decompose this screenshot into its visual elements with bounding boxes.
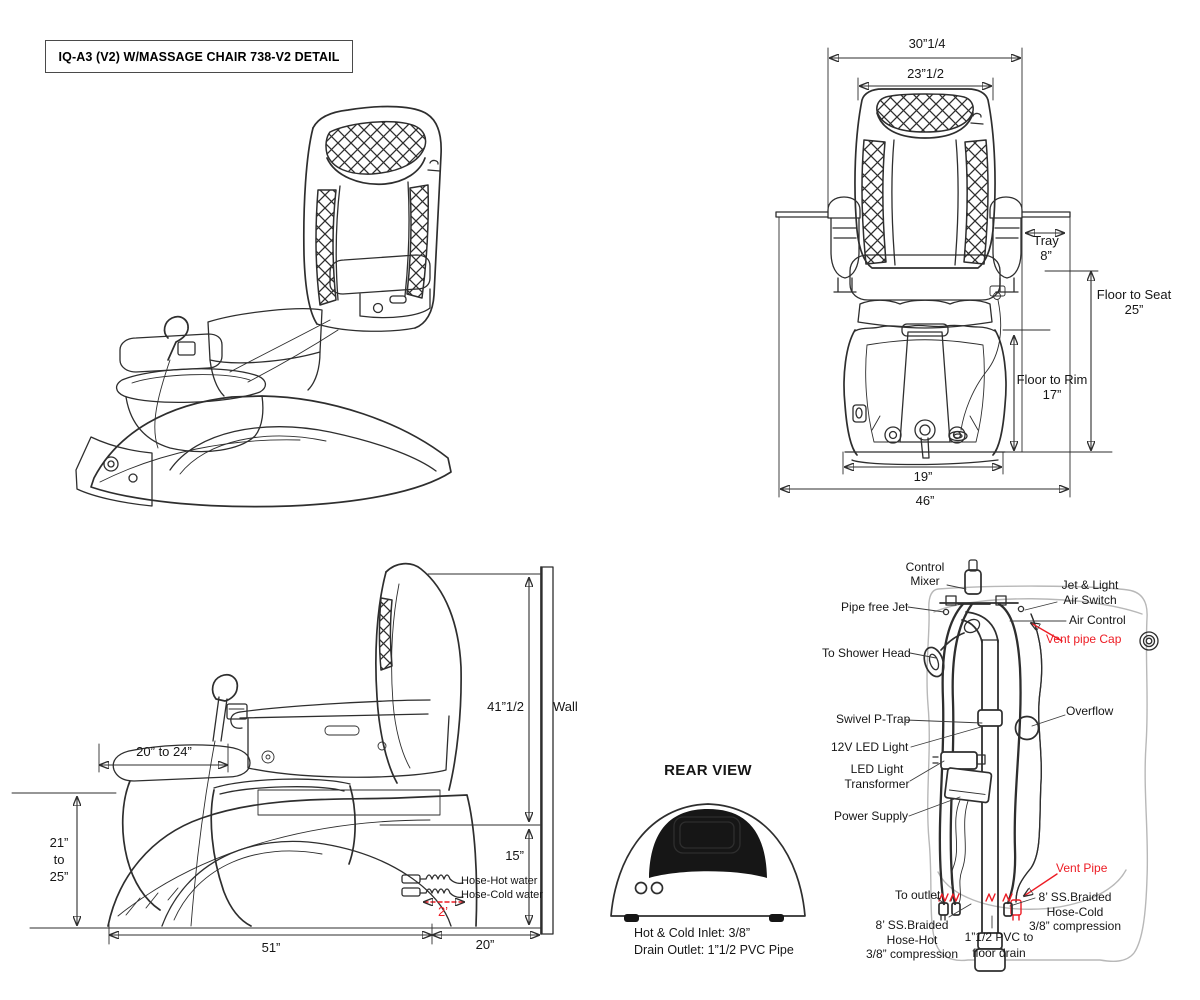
title-box: IQ-A3 (V2) W/MASSAGE CHAIR 738-V2 DETAIL bbox=[45, 40, 353, 73]
perspective-view-drawing bbox=[75, 105, 452, 508]
drain-note: Drain Outlet: 1”1/2 PVC Pipe bbox=[634, 943, 794, 957]
hose-cold-water-label: Hose-Cold water bbox=[461, 889, 543, 901]
air-switch-label: Jet & Light Air Switch bbox=[1061, 578, 1119, 607]
wall-label: Wall bbox=[553, 699, 578, 714]
overflow-label: Overflow bbox=[1066, 704, 1114, 718]
page-title: IQ-A3 (V2) W/MASSAGE CHAIR 738-V2 DETAIL bbox=[58, 49, 340, 64]
dim-floor-to-seat: Floor to Seat 25” bbox=[1096, 287, 1172, 318]
dim-wall-clearance: 20” bbox=[475, 937, 495, 952]
dim-base-width: 19” bbox=[913, 469, 933, 484]
front-view-drawing bbox=[775, 47, 1113, 498]
hose-cold-spec-label: 8’ SS.Braided Hose-Cold 3/8” compression bbox=[1028, 890, 1122, 933]
hose-hot-spec-label: 8’ SS.Braided Hose-Hot 3/8” compression bbox=[865, 918, 959, 961]
plumbing-detail-drawing bbox=[905, 559, 1159, 972]
power-supply-label: Power Supply bbox=[834, 809, 909, 823]
dim-total-width: 46” bbox=[915, 493, 935, 508]
dim-base-height: 15” bbox=[505, 848, 524, 863]
dim-tray: Tray 8” bbox=[1033, 233, 1059, 264]
pvc-drain-label: 1”1/2 PVC to floor drain bbox=[964, 930, 1034, 960]
dim-floor-to-rim: Floor to Rim 17” bbox=[1016, 372, 1088, 403]
inlet-note: Hot & Cold Inlet: 3/8” bbox=[634, 926, 751, 940]
shower-head-label: To Shower Head bbox=[822, 646, 911, 660]
rear-view-drawing bbox=[610, 803, 806, 922]
dim-base-depth: 51” bbox=[261, 940, 281, 955]
control-mixer-label: Control Mixer bbox=[905, 560, 945, 588]
dim-depth-adjust: 20” to 24” bbox=[136, 744, 192, 759]
p-trap-label: Swivel P-Trap bbox=[836, 712, 911, 726]
side-view-drawing bbox=[11, 562, 554, 945]
rear-view-title: REAR VIEW bbox=[664, 762, 752, 779]
vent-pipe-cap-label: Vent pipe Cap bbox=[1046, 632, 1122, 646]
hose-hot-water-label: Hose-Hot water bbox=[461, 875, 538, 887]
dim-rim-height: 21” to 25” bbox=[49, 835, 69, 884]
dim-backrest-height: 41”1/2 bbox=[487, 699, 524, 714]
air-control-label: Air Control bbox=[1069, 613, 1126, 627]
dim-overall-width: 30”1/4 bbox=[908, 36, 946, 51]
pipe-free-jet-label: Pipe free Jet bbox=[841, 600, 909, 614]
vent-pipe-label: Vent Pipe bbox=[1056, 861, 1108, 875]
dim-backrest-width: 23”1/2 bbox=[907, 66, 944, 81]
hose-run-length: 2’ bbox=[437, 904, 449, 919]
transformer-label: LED Light Transformer bbox=[844, 762, 910, 791]
to-outlet-label: To outlet bbox=[895, 888, 941, 902]
led-light-label: 12V LED Light bbox=[831, 740, 909, 754]
